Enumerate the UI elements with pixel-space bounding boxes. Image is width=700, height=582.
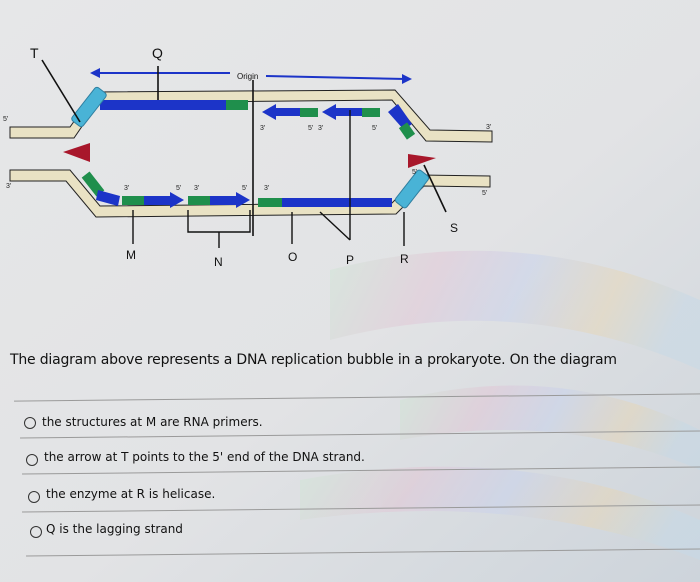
end-label-bot-d: 5' [242, 185, 247, 192]
primer-m [122, 196, 144, 205]
end-label-top-b: 5' [308, 125, 313, 132]
pointer-s [423, 164, 447, 213]
radio-button-2[interactable] [26, 454, 38, 466]
radio-button-1[interactable] [24, 417, 36, 429]
label-t: T [30, 45, 39, 61]
label-origin: Origin [237, 72, 258, 81]
okazaki-bottom-0 [96, 190, 120, 206]
label-q: Q [152, 45, 163, 61]
label-m: M [126, 248, 136, 262]
answer-option-1[interactable]: the structures at M are RNA primers. [0, 410, 700, 442]
red-marker-right [408, 154, 436, 168]
red-marker-left [63, 143, 90, 162]
label-o: O [288, 250, 297, 264]
primer-top-left [226, 100, 248, 110]
option-label-1: the structures at M are RNA primers. [42, 415, 263, 429]
primer-top-1 [300, 108, 318, 117]
leading-strand-q [100, 100, 226, 110]
option-label-3: the enzyme at R is helicase. [46, 487, 216, 501]
end-label-bot-b: 5' [176, 185, 181, 192]
label-n: N [214, 255, 223, 269]
origin-arrow-right-head [402, 74, 412, 84]
enzyme-r [394, 169, 430, 209]
origin-arrow-left-head [90, 68, 100, 78]
pointer-p-diag [319, 211, 351, 241]
end-label-bot-a: 3' [124, 185, 129, 192]
end-label-top-c: 3' [318, 125, 323, 132]
end-label-top-d: 5' [372, 125, 377, 132]
okazaki-bottom-2 [210, 192, 250, 208]
end-label-bot-e: 3' [264, 185, 269, 192]
end-label-bot-f: 5' [412, 169, 417, 176]
radio-button-3[interactable] [28, 491, 40, 503]
answer-option-4[interactable]: Q is the lagging strand [0, 518, 700, 550]
end-label-top-right: 3' [486, 124, 491, 131]
origin-arrow-right [265, 75, 407, 80]
question-prompt: The diagram above represents a DNA repli… [10, 352, 617, 368]
label-s: S [450, 221, 458, 235]
primer-n [188, 196, 210, 205]
primer-o [258, 198, 282, 207]
option-label-4: Q is the lagging strand [46, 522, 183, 536]
label-p: P [346, 253, 354, 267]
primer-top-2 [362, 108, 380, 117]
screen-moire [300, 250, 700, 560]
okazaki-bottom-1 [144, 192, 184, 208]
pointer-t [41, 59, 81, 123]
okazaki-top-1 [262, 104, 300, 120]
leading-strand-bottom [282, 198, 392, 207]
okazaki-top-2 [322, 104, 362, 120]
answer-option-3[interactable]: the enzyme at R is helicase. [0, 484, 700, 516]
primer-top-3 [398, 122, 416, 140]
end-label-top-left: 5' [3, 116, 8, 123]
end-label-bottom-right: 5' [482, 190, 487, 197]
end-label-bottom-left: 3' [6, 183, 11, 190]
end-label-top-a: 3' [260, 125, 265, 132]
end-label-bot-c: 3' [194, 185, 199, 192]
label-r: R [400, 252, 409, 266]
answer-option-2[interactable]: the arrow at T points to the 5' end of t… [0, 446, 700, 478]
option-label-2: the arrow at T points to the 5' end of t… [44, 450, 365, 464]
radio-button-4[interactable] [30, 526, 42, 538]
enzyme-left [71, 86, 107, 128]
